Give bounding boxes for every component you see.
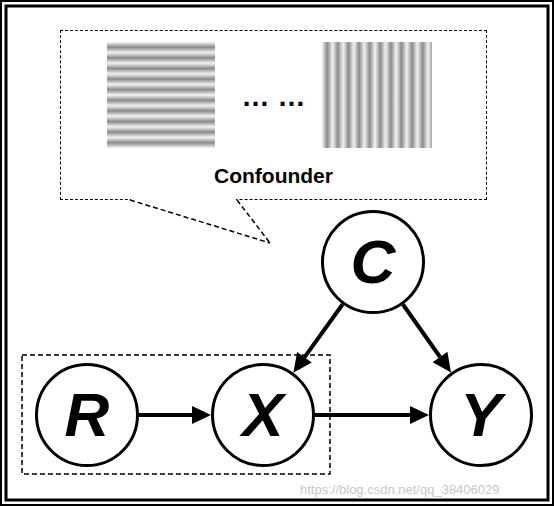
arrow-connector (139, 406, 211, 424)
variable-letter: R (35, 363, 139, 467)
arrow-line (315, 413, 410, 417)
callout-pointer (130, 200, 270, 243)
variable-circle: R (35, 363, 139, 467)
callout-title: Confounder (61, 164, 486, 188)
vertical-grating (322, 42, 432, 148)
inner-frame (6, 6, 548, 500)
callout-pointer (237, 200, 270, 243)
arrow-line (304, 304, 342, 357)
arrow-head (410, 406, 429, 424)
variable-letter: C (321, 210, 425, 314)
arrow-connector (403, 304, 451, 372)
variable-circle: X (211, 363, 315, 467)
callout-gap (131, 197, 236, 203)
arrow-line (403, 304, 440, 357)
variable-letter: Y (429, 363, 533, 467)
arrow-head (293, 352, 311, 373)
variable-letter: X (211, 363, 315, 467)
horizontal-grating (107, 42, 215, 148)
arrow-connector (315, 406, 429, 424)
group-box (22, 355, 330, 474)
arrow-connector (293, 304, 342, 373)
arrow-head (433, 352, 451, 373)
variable-circle: Y (429, 363, 533, 467)
arrow-head (192, 406, 211, 424)
arrow-line (139, 413, 192, 417)
watermark: https://blog.csdn.net/qq_38406029 (300, 482, 500, 497)
variable-circle: C (321, 210, 425, 314)
